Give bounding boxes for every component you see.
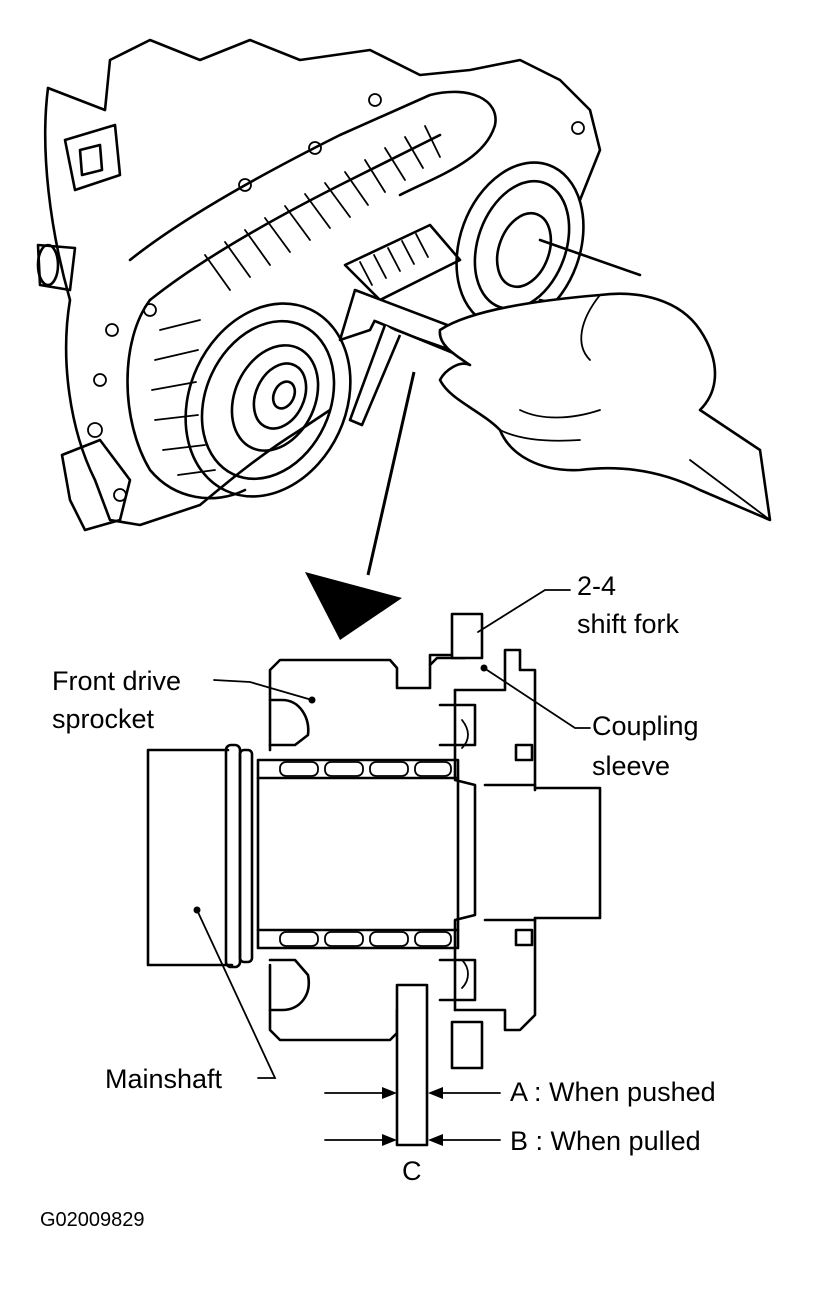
a-when-pushed-label: A : When pushed (510, 1077, 716, 1107)
b-when-pulled-label: B : When pulled (510, 1126, 701, 1156)
figure-code: G02009829 (40, 1209, 145, 1231)
zoom-arrow (305, 371, 416, 640)
c-label: C (402, 1156, 422, 1186)
cross-section-diagram (146, 589, 602, 1147)
coupling-label-line1: Coupling (592, 711, 699, 741)
mainshaft-label: Mainshaft (105, 1064, 223, 1094)
transfer-case-illustration (36, 38, 772, 532)
coupling-label-line2: sleeve (592, 751, 670, 781)
front-drive-label-line1: Front drive (52, 666, 181, 696)
shift-fork-label-line2: shift fork (577, 609, 680, 639)
shift-fork-label-line1: 2-4 (577, 571, 616, 601)
front-drive-label-line2: sprocket (52, 704, 155, 734)
